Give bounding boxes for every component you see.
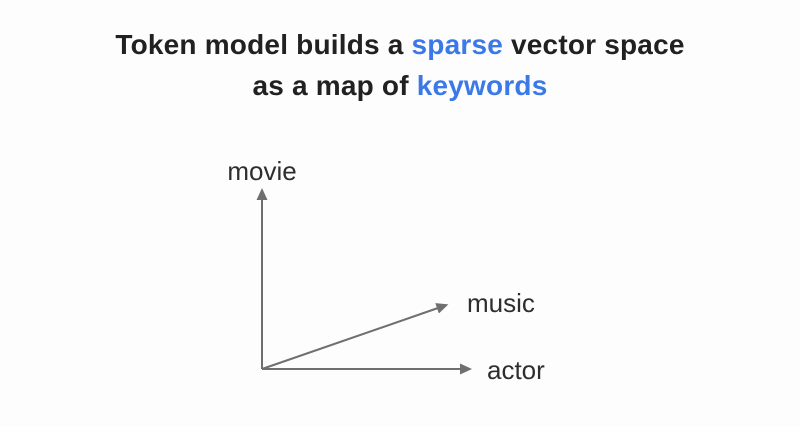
title-text-segment: as a map of xyxy=(252,70,417,101)
title-highlight-sparse: sparse xyxy=(411,29,504,60)
title-highlight-keywords: keywords xyxy=(416,70,548,101)
music-vector-arrow xyxy=(261,303,449,370)
title-line-2: as a map of keywords xyxy=(0,65,800,106)
title-text-segment: vector space xyxy=(503,29,685,60)
axis-label-actor: actor xyxy=(487,355,545,385)
axis-label-movie: movie xyxy=(227,156,297,186)
page-title: Token model builds a sparse vector space… xyxy=(0,24,800,106)
title-text-segment: Token model builds a xyxy=(115,29,412,60)
axis-label-music: music xyxy=(467,288,535,318)
title-line-1: Token model builds a sparse vector space xyxy=(0,24,800,65)
